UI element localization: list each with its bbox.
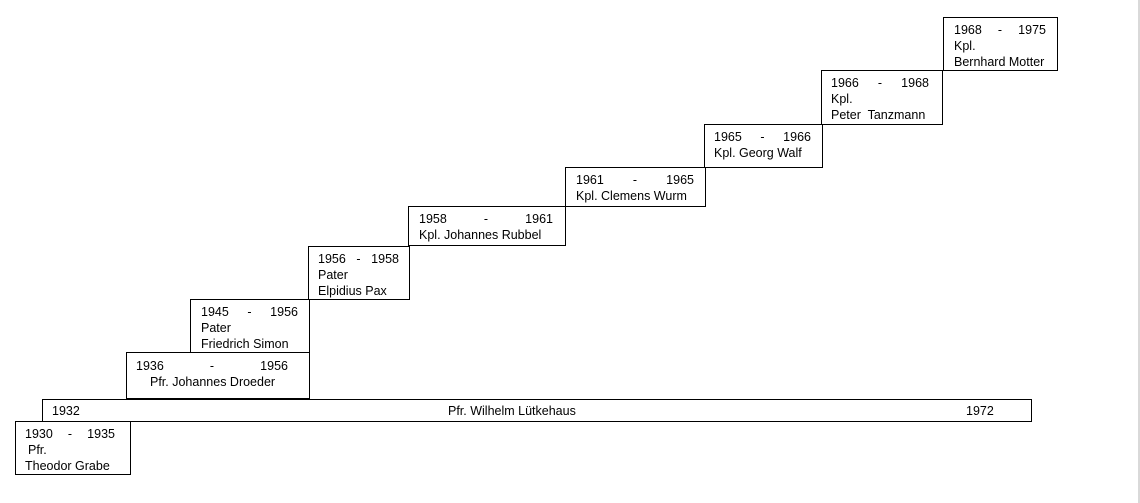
entry-name: Theodor Grabe [25,459,110,473]
dash: - [356,252,361,266]
date-row: 1936 - 1956 [136,358,288,374]
date-row: 1965 - 1966 [714,129,811,145]
dash: - [760,130,765,144]
main-bar-name: Pfr. Wilhelm Lütkehaus [448,404,576,418]
dash: - [67,427,73,441]
entry-box-rubbel: 1958 - 1961 Kpl. Johannes Rubbel [408,206,566,246]
to-year: 1965 [666,173,694,187]
from-year: 1930 [25,427,53,441]
entry-name: Bernhard Motter [954,55,1045,69]
entry-name: Friedrich Simon [201,337,289,351]
to-year: 1935 [87,427,115,441]
to-year: 1968 [901,76,929,90]
entry-box-motter: 1968 - 1975 Kpl. Bernhard Motter [943,17,1058,71]
entry-box-droeder: 1936 - 1956 Pfr. Johannes Droeder [126,352,310,399]
entry-box-walf: 1965 - 1966 Kpl. Georg Walf [704,124,823,168]
main-bar: 1932 Pfr. Wilhelm Lütkehaus 1972 [42,399,1032,422]
from-year: 1961 [576,173,604,187]
dash: - [877,76,883,90]
date-row: 1956 - 1958 [318,251,399,267]
from-year: 1936 [136,359,164,373]
date-row: 1930 - 1935 [25,426,115,442]
dash: - [247,305,252,319]
entry-title: Kpl. [954,39,976,53]
to-year: 1956 [260,359,288,373]
entry-box-pax: 1956 - 1958 Pater Elpidius Pax [308,246,410,300]
from-year: 1968 [954,23,982,37]
entry-name: Peter Tanzmann [831,108,926,122]
from-year: 1956 [318,252,346,266]
date-row: 1958 - 1961 [419,211,553,227]
from-year: 1945 [201,305,229,319]
to-year: 1958 [371,252,399,266]
right-edge-line [1138,0,1140,503]
to-year: 1975 [1018,23,1046,37]
date-row: 1961 - 1965 [576,172,694,188]
entry-name: Kpl. Georg Walf [714,146,802,160]
date-row: 1945 - 1956 [201,304,298,320]
entry-box-simon: 1945 - 1956 Pater Friedrich Simon [190,299,310,353]
dash: - [997,23,1003,37]
dash: - [209,359,215,373]
dash: - [483,212,489,226]
entry-box-wurm: 1961 - 1965 Kpl. Clemens Wurm [565,167,706,207]
to-year: 1956 [270,305,298,319]
from-year: 1965 [714,130,742,144]
entry-name: Kpl. Clemens Wurm [576,189,687,203]
from-year: 1966 [831,76,859,90]
entry-box-grabe: 1930 - 1935 Pfr. Theodor Grabe [15,421,131,475]
entry-title: Kpl. [831,92,853,106]
date-row: 1968 - 1975 [954,22,1046,38]
entry-title: Pfr. [28,443,47,457]
from-year: 1958 [419,212,447,226]
main-bar-end-year: 1972 [966,404,994,418]
entry-name: Pfr. Johannes Droeder [150,375,276,389]
entry-name: Kpl. Johannes Rubbel [419,228,542,242]
entry-box-tanzmann: 1966 - 1968 Kpl. Peter Tanzmann [821,70,943,125]
to-year: 1966 [783,130,811,144]
main-bar-start-year: 1932 [52,404,80,418]
to-year: 1961 [525,212,553,226]
dash: - [632,173,638,187]
entry-name: Elpidius Pax [318,284,387,298]
entry-title: Pater [318,268,348,282]
entry-title: Pater [201,321,231,335]
date-row: 1966 - 1968 [831,75,929,91]
